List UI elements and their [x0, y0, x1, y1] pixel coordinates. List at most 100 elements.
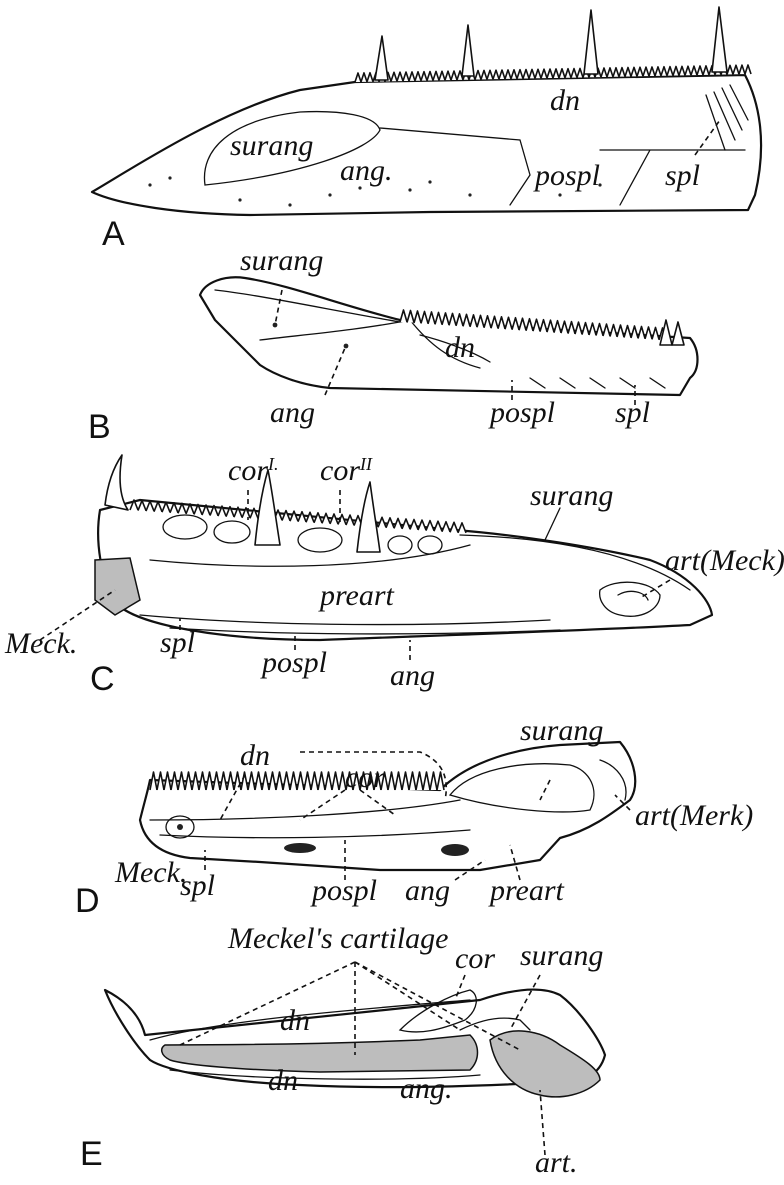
panel-c-small-tooth: [386, 518, 394, 528]
panel-d-small-tooth: [171, 772, 178, 790]
panel-d-surang-leader: [540, 780, 550, 800]
panel-d-small-tooth: [318, 772, 325, 790]
panel-d-small-tooth: [269, 772, 276, 790]
panel-e-label-ang: ang.: [400, 1072, 453, 1105]
panel-a-small-tooth: [655, 67, 661, 76]
panel-b-small-tooth: [603, 324, 610, 336]
panel-a-fang-1: [375, 36, 388, 80]
panel-a-small-tooth: [661, 67, 667, 76]
panel-b-small-tooth: [582, 323, 589, 335]
panel-c-fang-front: [105, 455, 128, 510]
panel-a-small-tooth: [679, 66, 685, 75]
panel-c-small-tooth: [298, 512, 306, 522]
panel-a-small-tooth: [649, 67, 655, 76]
panel-c-preart-inner: [150, 545, 470, 566]
panel-b-small-tooth: [463, 314, 470, 326]
panel-a-label-pospl: pospl: [533, 159, 600, 192]
panel-b-label-spl: spl: [615, 396, 650, 429]
panel-a-small-tooth: [559, 69, 565, 78]
panel-a-small-tooth: [421, 72, 427, 81]
panel-d-meckel-point: [177, 824, 183, 830]
panel-b-small-tooth: [575, 322, 582, 334]
panel-b-small-tooth: [421, 311, 428, 323]
panel-e-label-surang: surang: [520, 939, 603, 972]
panel-a-small-tooth: [613, 68, 619, 77]
panel-c-small-tooth: [394, 518, 402, 528]
panel-d-small-tooth: [185, 772, 192, 790]
panel-a-small-tooth: [415, 72, 421, 81]
panel-a-small-tooth: [667, 67, 673, 76]
panel-a-small-tooth: [523, 70, 529, 79]
panel-c-small-tooth: [322, 513, 330, 523]
panel-b-small-tooth: [435, 312, 442, 324]
panel-d-foramen-1: [284, 843, 316, 853]
panel-a-small-tooth: [673, 66, 679, 75]
panel-a-small-tooth: [739, 65, 745, 74]
panel-c-small-tooth: [314, 513, 322, 523]
panel-d-label-spl: spl: [180, 869, 215, 902]
panel-b-label-surang: surang: [240, 244, 323, 277]
panel-b-surang-point: [273, 323, 278, 328]
panel-c-small-tooth: [346, 515, 354, 525]
panel-a-label-surang: surang: [230, 129, 313, 162]
panel-c-small-tooth: [330, 514, 338, 524]
panel-a-small-tooth: [505, 70, 511, 79]
panel-e-label-dn-lower: dn: [268, 1064, 298, 1097]
panel-b-surang-leader: [275, 290, 282, 325]
panel-d-small-tooth: [283, 772, 290, 790]
panel-c-art-outline: [600, 582, 660, 616]
panel-e-surang-leader: [510, 975, 540, 1030]
panel-d-label-surang: surang: [520, 714, 603, 747]
panel-a-small-tooth: [481, 70, 487, 79]
panel-d-small-tooth: [290, 772, 297, 790]
panel-d-small-tooth: [430, 772, 437, 790]
panel-a-small-tooth: [367, 73, 373, 82]
panel-e-surang-band: [460, 1018, 530, 1030]
panel-d-jaw-outline: [140, 742, 635, 870]
panel-d-foramen-2: [441, 844, 469, 856]
panel-b-small-tooth: [540, 320, 547, 332]
panel-c-surang-leader: [545, 508, 560, 540]
panel-c-label-meck: Meck.: [4, 627, 77, 660]
panel-d-surang-inner: [450, 764, 594, 812]
panel-c-small-tooth: [426, 521, 434, 531]
panel-a-label-dn: dn: [550, 84, 580, 117]
panel-d-small-tooth: [311, 772, 318, 790]
panel-d-spl-band: [160, 830, 470, 838]
panel-b-small-tooth: [638, 326, 645, 338]
panel-a-small-tooth: [637, 67, 643, 76]
panel-c-small-tooth: [282, 511, 290, 521]
panel-a-small-tooth: [685, 66, 691, 75]
panel-d-label-ang: ang: [405, 874, 450, 907]
panel-b-small-tooth: [449, 313, 456, 325]
panel-d-small-tooth: [150, 772, 157, 790]
panel-a-small-tooth: [619, 68, 625, 77]
panel-a-small-tooth: [691, 66, 697, 75]
panel-b-small-tooth: [456, 314, 463, 326]
panel-d-small-tooth: [416, 772, 423, 790]
panel-a-small-tooth: [535, 69, 541, 78]
panel-a-small-tooth: [397, 72, 403, 81]
panel-e-label-dn-upper: dn: [280, 1004, 310, 1037]
panel-b-small-tooth: [407, 310, 414, 322]
panel-a-jaw-outline: [92, 75, 761, 215]
panel-b-small-tooth: [428, 312, 435, 324]
panel-d-small-tooth: [248, 772, 255, 790]
panel-e-label-art: art.: [535, 1146, 578, 1179]
panel-a-small-tooth: [745, 65, 751, 74]
panel-b-small-tooth: [414, 311, 421, 323]
panel-a-small-tooth: [565, 69, 571, 78]
panel-a-small-tooth: [409, 72, 415, 81]
panel-b-small-tooth: [498, 317, 505, 329]
panel-c-small-tooth: [154, 502, 162, 512]
panel-d-small-tooth: [388, 772, 395, 790]
panel-b: surang dn ang pospl spl B: [88, 244, 698, 446]
panel-c-small-tooth: [290, 511, 298, 521]
panel-a-small-tooth: [607, 68, 613, 77]
panel-b-small-tooth: [519, 318, 526, 330]
panel-d: dn cor surang art(Merk) Meck. spl pospl …: [75, 714, 753, 920]
panel-d-small-tooth: [402, 772, 409, 790]
panel-c-meckel-cartilage: [95, 558, 140, 615]
panel-a-fang-4: [712, 7, 727, 72]
panel-d-label-pospl: pospl: [310, 874, 377, 907]
